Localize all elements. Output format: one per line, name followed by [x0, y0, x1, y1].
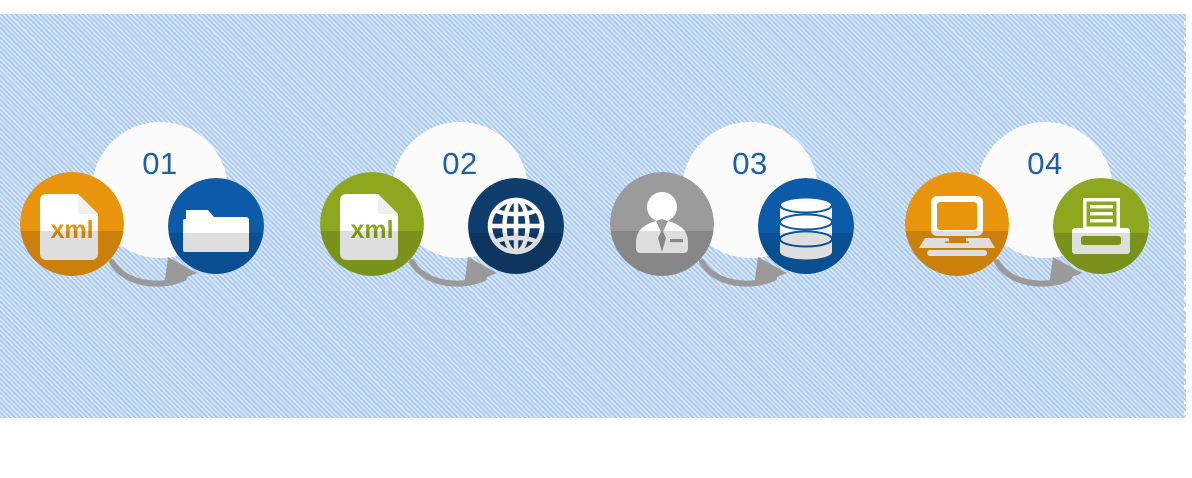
circle-bottom-shade	[20, 231, 124, 276]
laptop-glyph	[905, 172, 1009, 276]
step-number-label: 01	[142, 146, 178, 181]
process-step-02[interactable]: 02 xml	[310, 122, 610, 330]
xml-file-icon[interactable]: xml	[20, 172, 124, 276]
folder-icon[interactable]	[168, 178, 264, 274]
printer-glyph	[1053, 178, 1149, 274]
svg-text:xml: xml	[350, 216, 393, 244]
xml-file-glyph: xml	[20, 172, 124, 276]
process-step-01[interactable]: 01 xml	[10, 122, 310, 330]
curved-arrow-right-icon	[699, 257, 787, 287]
process-step-04[interactable]: 04	[895, 122, 1192, 330]
business-person-icon[interactable]	[610, 172, 714, 276]
xml-file-glyph: xml	[320, 172, 424, 276]
laptop-icon[interactable]	[905, 172, 1009, 276]
database-icon[interactable]	[758, 178, 854, 274]
process-step-03[interactable]: 03	[600, 122, 900, 330]
curved-arrow-right-icon	[994, 257, 1082, 287]
circle-bottom-shade	[905, 231, 1009, 276]
globe-glyph	[468, 178, 564, 274]
circle-bottom-shade	[168, 232, 264, 274]
curved-arrow-right-icon	[109, 257, 197, 287]
business-person-glyph	[610, 172, 714, 276]
printer-icon[interactable]	[1053, 178, 1149, 274]
circle-bottom-shade	[758, 232, 854, 274]
circle-bottom-shade	[1053, 232, 1149, 274]
svg-text:xml: xml	[50, 216, 93, 244]
step-number-label: 04	[1027, 146, 1063, 181]
step-number-label: 03	[732, 146, 768, 181]
xml-file-icon[interactable]: xml	[320, 172, 424, 276]
circle-bottom-shade	[468, 232, 564, 274]
globe-icon[interactable]	[468, 178, 564, 274]
database-glyph	[758, 178, 854, 274]
curved-arrow-right-icon	[409, 257, 497, 287]
background-torn-right-edge	[1178, 14, 1186, 418]
folder-glyph	[168, 178, 264, 274]
circle-bottom-shade	[320, 231, 424, 276]
step-number-label: 02	[442, 146, 478, 181]
circle-bottom-shade	[610, 231, 714, 276]
